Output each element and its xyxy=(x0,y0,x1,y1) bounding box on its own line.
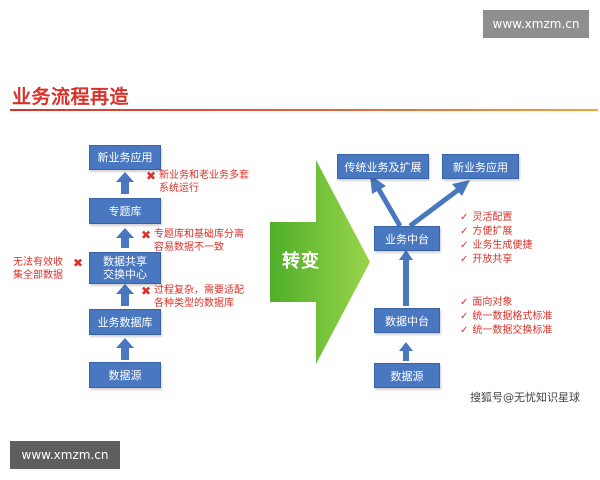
left-arrow-3 xyxy=(116,284,134,306)
right-box-business-center: 业务中台 xyxy=(374,226,440,251)
watermark-bottom: www.xmzm.cn xyxy=(10,441,120,469)
left-arrow-4 xyxy=(116,338,134,360)
check-icon: ✓ xyxy=(460,325,469,336)
check-icon: ✓ xyxy=(460,212,469,223)
left-box-topic-db: 专题库 xyxy=(89,198,161,224)
left-box-new-app: 新业务应用 xyxy=(89,145,161,170)
branch-arrow-left-head xyxy=(370,175,386,194)
page-title: 业务流程再造 xyxy=(12,86,130,108)
check-item: ✓灵活配置 xyxy=(460,212,513,223)
cross-icon: ✖ xyxy=(146,169,157,183)
cross-icon: ✖ xyxy=(141,284,152,298)
check-icon: ✓ xyxy=(460,240,469,251)
left-up-arrows xyxy=(116,172,134,360)
check-icon: ✓ xyxy=(460,297,469,308)
right-box-source: 数据源 xyxy=(374,363,440,388)
branch-arrows xyxy=(370,175,470,228)
note-data-inconsistency: 专题库和基础库分离 容易数据不一致 xyxy=(154,228,244,254)
transform-arrow xyxy=(270,160,370,364)
note-line: 无法有效收 xyxy=(13,257,63,268)
note-line: 新业务和老业务多套 xyxy=(159,170,249,181)
left-box-source: 数据源 xyxy=(89,362,161,388)
note-line: 各种类型的数据库 xyxy=(154,298,234,309)
right-arrow-source xyxy=(399,342,413,361)
check-item: ✓统一数据格式标准 xyxy=(460,311,553,322)
branch-arrow-right xyxy=(408,188,460,228)
cross-icon: ✖ xyxy=(141,228,152,242)
cross-icon: ✖ xyxy=(73,256,84,270)
note-collect-data: 无法有效收 集全部数据 xyxy=(13,256,63,282)
title-underline xyxy=(10,109,598,111)
note-line: 容易数据不一致 xyxy=(154,242,224,253)
check-item: ✓方便扩展 xyxy=(460,226,513,237)
check-icon: ✓ xyxy=(460,226,469,237)
check-icon: ✓ xyxy=(460,311,469,322)
left-box-business-db: 业务数据库 xyxy=(89,309,161,335)
left-arrow-1 xyxy=(116,172,134,194)
right-box-data-center: 数据中台 xyxy=(374,308,440,333)
check-icon: ✓ xyxy=(460,254,469,265)
share-center-line1: 数据共享 xyxy=(103,255,147,268)
right-box-new-app: 新业务应用 xyxy=(442,154,519,179)
left-arrow-2 xyxy=(116,228,134,248)
share-center-line2: 交换中心 xyxy=(103,268,147,281)
note-multi-system: 新业务和老业务多套 系统运行 xyxy=(159,169,249,195)
branch-arrow-left xyxy=(375,186,403,228)
left-box-share-center: 数据共享 交换中心 xyxy=(89,252,161,284)
note-complex-process: 过程复杂，需要适配 各种类型的数据库 xyxy=(154,284,244,310)
check-item: ✓开放共享 xyxy=(460,254,513,265)
check-item: ✓业务生成便捷 xyxy=(460,240,533,251)
watermark-top: www.xmzm.cn xyxy=(483,10,589,38)
credit-text: 搜狐号@无忧知识星球 xyxy=(470,391,580,404)
note-line: 集全部数据 xyxy=(13,270,63,281)
check-item: ✓面向对象 xyxy=(460,297,513,308)
right-box-traditional: 传统业务及扩展 xyxy=(337,154,429,179)
branch-arrow-right-head xyxy=(452,180,470,196)
right-up-arrows xyxy=(399,250,413,361)
note-line: 系统运行 xyxy=(159,183,199,194)
note-line: 专题库和基础库分离 xyxy=(154,229,244,240)
right-arrow-datacenter xyxy=(399,250,413,306)
transform-label: 转变 xyxy=(282,251,320,272)
check-item: ✓统一数据交换标准 xyxy=(460,325,553,336)
note-line: 过程复杂，需要适配 xyxy=(154,285,244,296)
